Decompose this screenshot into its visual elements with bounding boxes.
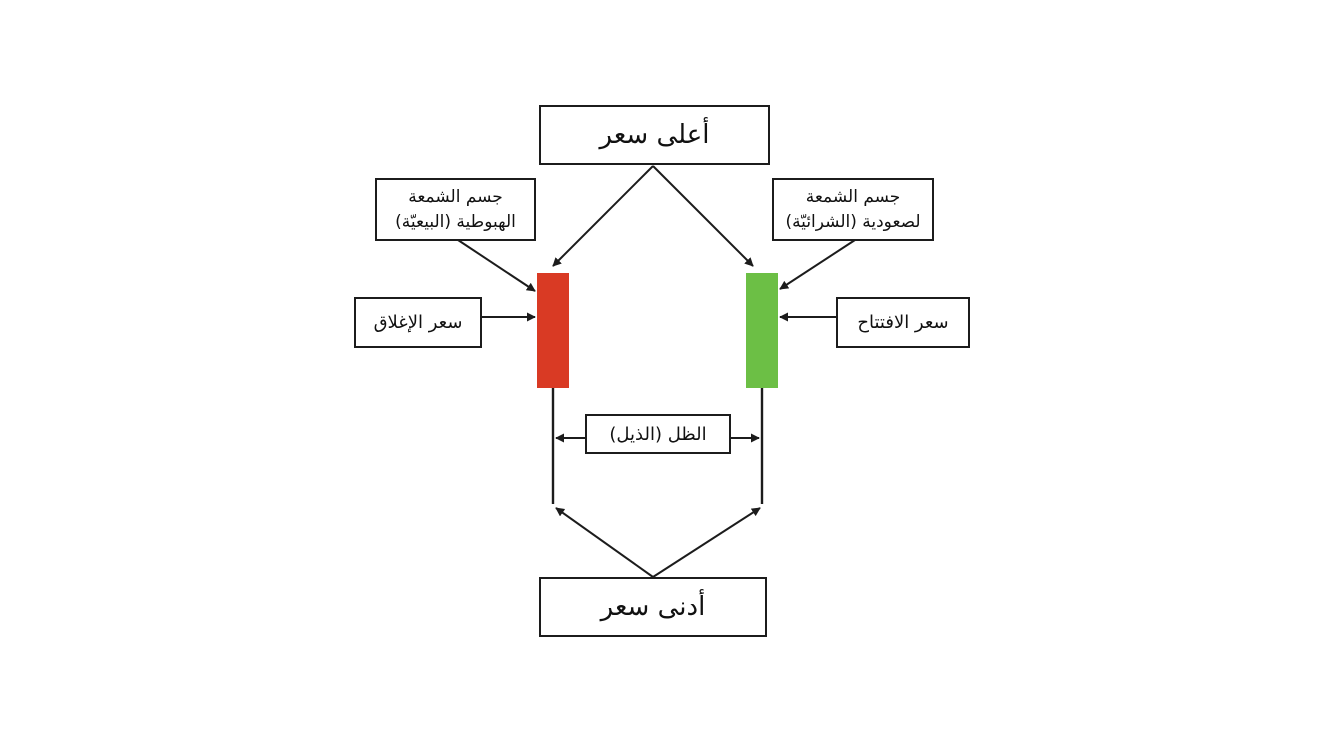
high-price-box: أعلى سعر (539, 105, 770, 165)
arrow-low-to-bullish (652, 507, 761, 578)
high-price-label: أعلى سعر (599, 120, 710, 150)
close-price-label: سعر الإغلاق (373, 312, 463, 333)
shadow-label: الظل (الذيل) (609, 423, 707, 445)
arrow-bearish-body (457, 239, 536, 292)
bearish-candle-body (537, 273, 569, 388)
bullish-body-label-line-1: جسم الشمعة (805, 186, 901, 207)
arrow-high-to-bullish (652, 165, 754, 267)
bearish-body-box: جسم الشمعة الهبوطية (البيعيّة) (375, 178, 536, 241)
bullish-body-box: جسم الشمعة لصعودية (الشرائيّة) (772, 178, 934, 241)
close-price-box: سعر الإغلاق (354, 297, 482, 348)
open-price-label: سعر الافتتاح (857, 312, 949, 333)
bearish-body-label-line-2: الهبوطية (البيعيّة) (395, 211, 516, 232)
open-price-box: سعر الافتتاح (836, 297, 970, 348)
low-price-box: أدنى سعر (539, 577, 767, 637)
arrow-bullish-body (779, 239, 856, 290)
bullish-body-label-line-2: لصعودية (الشرائيّة) (785, 211, 921, 232)
low-price-label: أدنى سعر (600, 592, 706, 622)
shadow-box: الظل (الذيل) (585, 414, 731, 454)
bullish-candle-body (746, 273, 778, 388)
arrow-high-to-bearish (552, 165, 654, 267)
bearish-body-label-line-1: جسم الشمعة (408, 186, 503, 207)
arrow-low-to-bearish (555, 507, 654, 578)
